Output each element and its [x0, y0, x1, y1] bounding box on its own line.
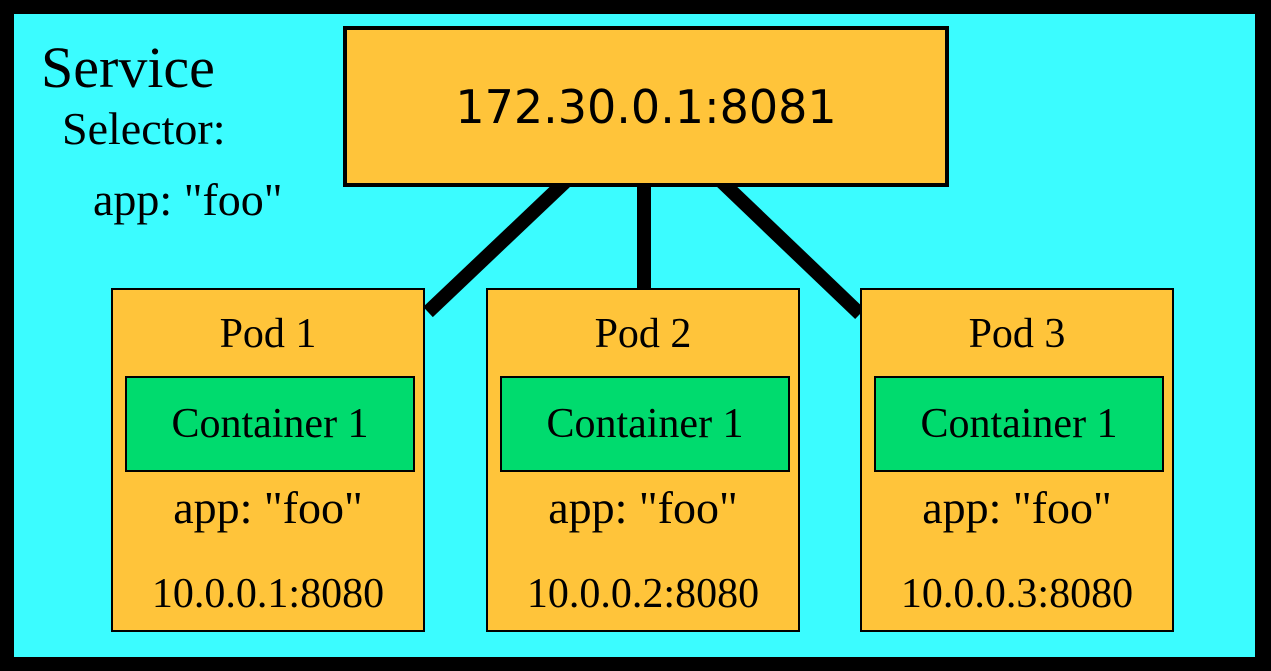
- pod-address: 10.0.0.2:8080: [526, 571, 760, 617]
- pod-address: 10.0.0.1:8080: [151, 571, 385, 617]
- service-title: Service: [41, 35, 215, 100]
- service-address: 172.30.0.1:8081: [455, 79, 837, 134]
- connector-pod-1: [423, 176, 570, 318]
- pod-label: app: "foo": [548, 482, 738, 533]
- pod-label: app: "foo": [922, 482, 1112, 533]
- pod-label: app: "foo": [173, 482, 363, 533]
- service-address-box: 172.30.0.1:8081: [343, 26, 949, 187]
- connector-pod-3: [717, 176, 865, 320]
- selector-label: Selector:: [62, 103, 226, 154]
- pod-title: Pod 2: [594, 311, 692, 357]
- container-label: Container 1: [546, 401, 744, 447]
- pod-2: Pod 2 Container 1 app: "foo" 10.0.0.2:80…: [486, 288, 800, 632]
- selector-value: app: "foo": [93, 174, 283, 225]
- pod-1: Pod 1 Container 1 app: "foo" 10.0.0.1:80…: [111, 288, 425, 632]
- pod-title: Pod 1: [219, 311, 317, 357]
- container-box: Container 1: [874, 376, 1164, 472]
- container-label: Container 1: [920, 401, 1118, 447]
- container-label: Container 1: [171, 401, 369, 447]
- container-box: Container 1: [125, 376, 415, 472]
- pod-address: 10.0.0.3:8080: [900, 571, 1134, 617]
- pod-title: Pod 3: [968, 311, 1066, 357]
- pod-3: Pod 3 Container 1 app: "foo" 10.0.0.3:80…: [860, 288, 1174, 632]
- container-box: Container 1: [500, 376, 790, 472]
